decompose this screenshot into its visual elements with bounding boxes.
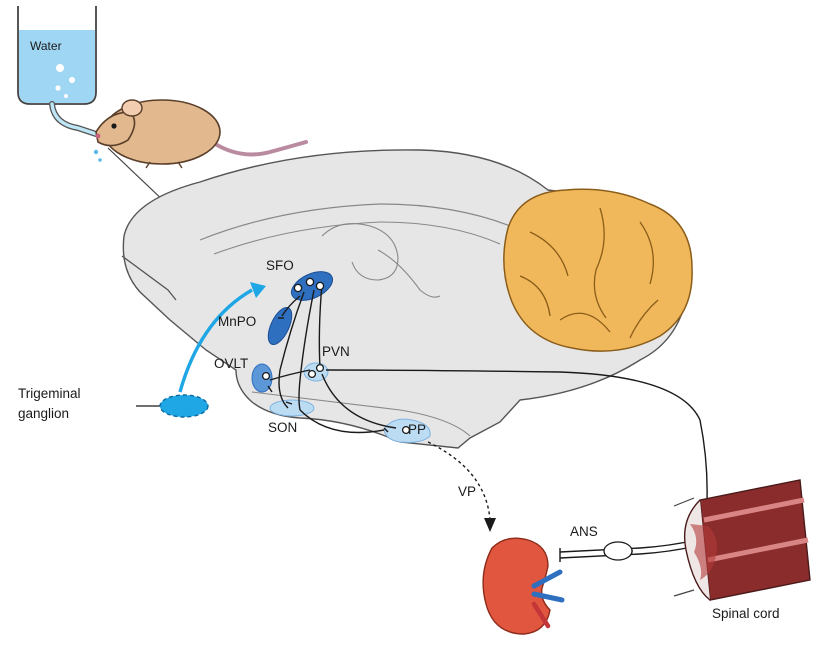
trigeminal-label-line1: Trigeminal [18,386,81,401]
son-label: SON [268,420,297,435]
kidney [483,538,562,634]
mouse-illustration [96,100,306,168]
mouse-tail [212,142,306,154]
son-nucleus [270,400,314,416]
mnpo-label: MnPO [218,314,256,329]
trigeminal-label-line2: ganglion [18,406,69,421]
mouse-ear [122,100,142,116]
pp-label: PP [408,422,426,437]
water-bottle: Water [18,6,102,162]
ans-label: ANS [570,524,598,539]
cerebellum [504,189,692,351]
spinal-cord-label: Spinal cord [712,606,780,621]
spinal-cord [674,480,810,600]
sfo-label: SFO [266,258,294,273]
water-label: Water [30,39,62,53]
mouse-nose [96,134,101,139]
mouse-eye [111,123,116,128]
ans-ganglion [604,542,632,560]
ovlt-label: OVLT [214,356,248,371]
trigeminal-ganglion [136,395,208,417]
vp-label: VP [458,484,476,499]
pvn-label: PVN [322,344,350,359]
